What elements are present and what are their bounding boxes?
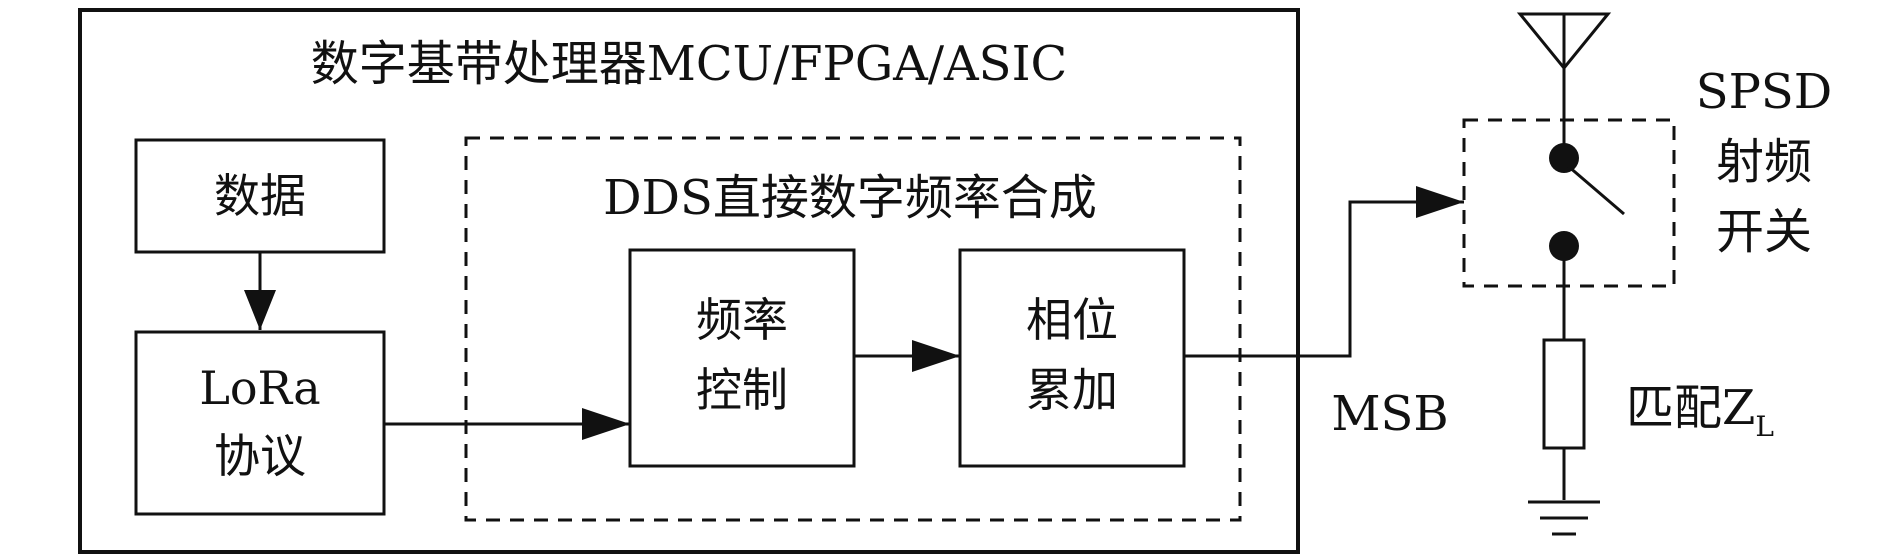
load-label: 匹配ZL [1626, 380, 1774, 443]
processor-box [78, 8, 1300, 554]
switch-label-line3: 开关 [1716, 204, 1812, 260]
phase-accumulator-block [958, 248, 1186, 468]
load-resistor [1542, 338, 1586, 450]
lora-block-line1: LoRa [199, 361, 320, 415]
switch-arm [1567, 164, 1625, 216]
switch-box [1462, 118, 1676, 288]
dds-title: DDS直接数字频率合成 [603, 170, 1097, 226]
phase-accumulator-line2: 累加 [1026, 363, 1118, 417]
arrow-data-to-lora-head [244, 290, 276, 330]
freq-control-line2: 控制 [696, 363, 788, 417]
switch-label-line2: 射频 [1716, 134, 1812, 190]
lora-block [134, 330, 386, 516]
msb-line [1184, 200, 1464, 358]
processor-title: 数字基带处理器MCU/FPGA/ASIC [311, 36, 1068, 92]
phase-accumulator-line1: 相位 [1026, 293, 1118, 347]
ground-icon [1528, 500, 1600, 536]
switch-label-line1: SPSD [1696, 64, 1833, 120]
dds-box [464, 136, 1242, 522]
msb-arrow-head [1416, 186, 1464, 218]
msb-label: MSB [1331, 386, 1448, 442]
freq-control-line1: 频率 [696, 293, 788, 347]
arrow-lora-to-freq-head [582, 408, 630, 440]
arrow-freq-to-phase-head [912, 340, 960, 372]
freq-control-block [628, 248, 856, 468]
lora-block-line2: 协议 [214, 429, 306, 483]
data-block-label: 数据 [214, 169, 306, 223]
switch-contact-top [1549, 143, 1579, 173]
